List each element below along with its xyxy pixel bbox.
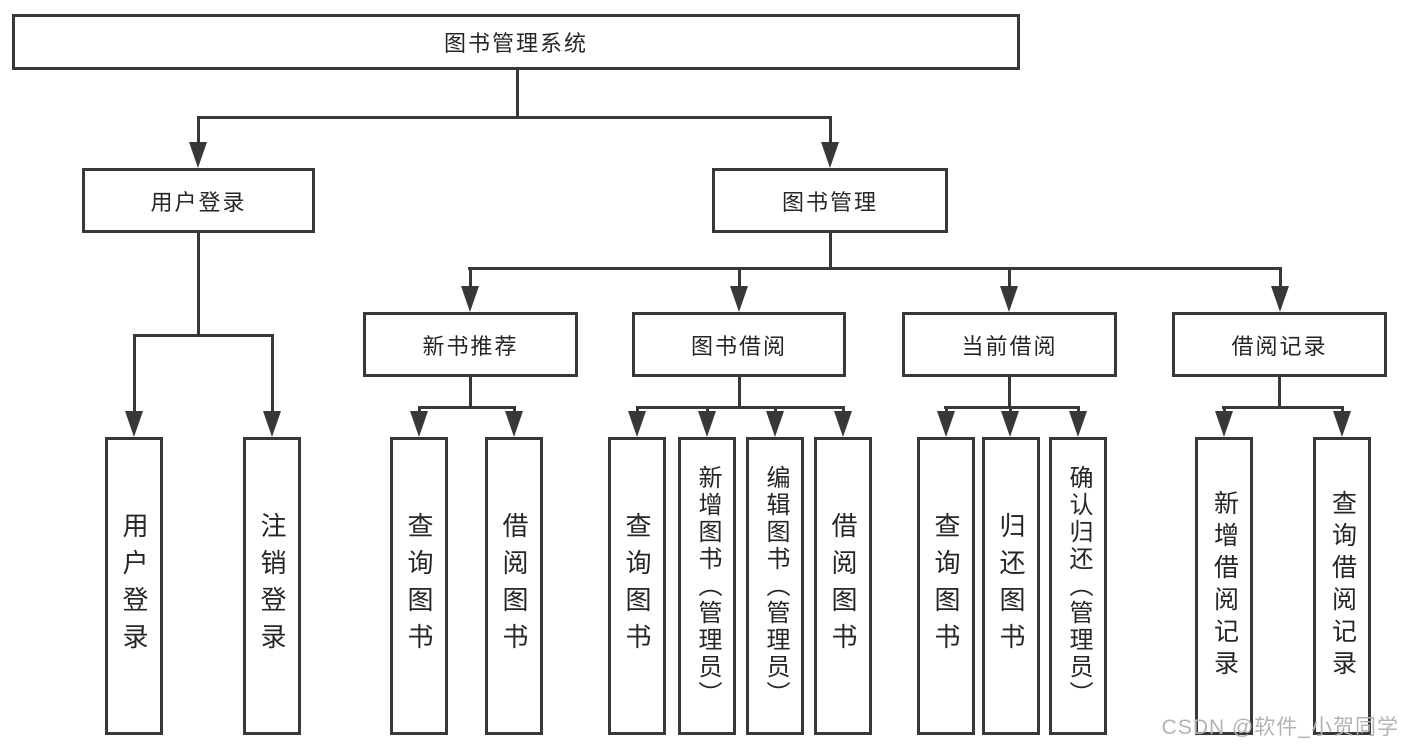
leaf-cb-confirm-return-admin-label: 确认归还（管理员）: [1065, 464, 1092, 708]
connector-to-user-login: [197, 116, 200, 145]
node-root-label: 图书管理系统: [443, 31, 588, 56]
leaf-nbr-borrow-books: 借阅图书: [485, 437, 543, 735]
arrow-down-icon: [834, 411, 852, 437]
arrow-down-icon: [263, 411, 281, 437]
arrow-down-icon: [628, 411, 646, 437]
connector-to-book-borrow: [738, 267, 741, 290]
arrow-down-icon: [461, 286, 479, 312]
leaf-nbr-query-books: 查询图书: [390, 437, 448, 735]
node-current-borrow: 当前借阅: [902, 312, 1117, 377]
arrow-down-icon: [730, 286, 748, 312]
leaf-cb-return-books: 归还图书: [982, 437, 1040, 735]
node-new-book-rec-label: 新书推荐: [422, 333, 519, 359]
connector-to-borrow-records: [1279, 267, 1282, 290]
leaf-br-add-record: 新增借阅记录: [1195, 437, 1253, 735]
connector-book-mgmt-split: [468, 267, 1282, 270]
connector-borrow-records-trunk: [1278, 377, 1281, 408]
arrow-down-icon: [1271, 286, 1289, 312]
leaf-bb-borrow-books-label: 借阅图书: [828, 512, 858, 660]
node-borrow-records-label: 借阅记录: [1231, 333, 1328, 359]
csdn-watermark: CSDN @软件_小贺同学: [1161, 716, 1399, 739]
arrow-down-icon: [125, 411, 143, 437]
node-book-borrow: 图书借阅: [632, 312, 846, 377]
arrow-down-icon: [1069, 411, 1087, 437]
arrow-down-icon: [1000, 286, 1018, 312]
connector-borrow-records-split: [1222, 406, 1344, 409]
leaf-bb-edit-books-admin: 编辑图书（管理员）: [746, 437, 804, 735]
leaf-user-login-label: 用户登录: [119, 512, 149, 660]
arrow-down-icon: [1333, 411, 1351, 437]
connector-root-split: [197, 116, 831, 119]
connector-user-login-trunk: [197, 233, 200, 336]
connector-to-leaf: [271, 334, 274, 414]
node-book-mgmt: 图书管理: [712, 168, 948, 233]
leaf-br-query-record: 查询借阅记录: [1313, 437, 1371, 735]
connector-new-book-rec-trunk: [469, 377, 472, 408]
node-book-mgmt-label: 图书管理: [781, 189, 878, 215]
node-root: 图书管理系统: [12, 14, 1020, 70]
arrow-down-icon: [766, 411, 784, 437]
leaf-bb-add-books-admin-label: 新增图书（管理员）: [694, 464, 721, 708]
leaf-cb-query-books: 查询图书: [917, 437, 975, 735]
connector-to-leaf: [133, 334, 136, 414]
leaf-bb-query-books: 查询图书: [608, 437, 666, 735]
arrow-down-icon: [821, 142, 839, 168]
connector-current-borrow-trunk: [1008, 377, 1011, 408]
leaf-br-add-record-label: 新增借阅记录: [1210, 490, 1239, 682]
node-new-book-rec: 新书推荐: [363, 312, 578, 377]
arrow-down-icon: [410, 411, 428, 437]
connector-book-borrow-split: [636, 406, 845, 409]
node-book-borrow-label: 图书借阅: [690, 333, 787, 359]
leaf-nbr-query-books-label: 查询图书: [404, 512, 434, 660]
node-user-login-label: 用户登录: [150, 189, 247, 215]
arrow-down-icon: [937, 411, 955, 437]
arrow-down-icon: [698, 411, 716, 437]
leaf-br-query-record-label: 查询借阅记录: [1328, 490, 1357, 682]
connector-book-mgmt-trunk: [829, 233, 832, 270]
connector-to-new-book-rec: [469, 267, 472, 290]
arrow-down-icon: [1215, 411, 1233, 437]
arrow-down-icon: [1001, 411, 1019, 437]
leaf-bb-query-books-label: 查询图书: [622, 512, 652, 660]
connector-book-borrow-trunk: [738, 377, 741, 408]
leaf-nbr-borrow-books-label: 借阅图书: [499, 512, 529, 660]
leaf-bb-borrow-books: 借阅图书: [814, 437, 872, 735]
leaf-user-login: 用户登录: [105, 437, 163, 735]
leaf-cb-query-books-label: 查询图书: [931, 512, 961, 660]
connector-to-book-mgmt: [829, 116, 832, 145]
leaf-logout-label: 注销登录: [257, 512, 287, 660]
node-borrow-records: 借阅记录: [1172, 312, 1387, 377]
leaf-bb-add-books-admin: 新增图书（管理员）: [678, 437, 736, 735]
leaf-logout: 注销登录: [243, 437, 301, 735]
connector-new-book-rec-split: [418, 406, 516, 409]
connector-current-borrow-split: [944, 406, 1080, 409]
arrow-down-icon: [189, 142, 207, 168]
connector-to-current-borrow: [1008, 267, 1011, 290]
leaf-cb-return-books-label: 归还图书: [996, 512, 1026, 660]
connector-user-login-split: [133, 334, 273, 337]
arrow-down-icon: [505, 411, 523, 437]
node-current-borrow-label: 当前借阅: [961, 333, 1058, 359]
leaf-bb-edit-books-admin-label: 编辑图书（管理员）: [762, 464, 789, 708]
node-user-login: 用户登录: [82, 168, 315, 233]
leaf-cb-confirm-return-admin: 确认归还（管理员）: [1049, 437, 1107, 735]
connector-root-trunk: [516, 70, 519, 118]
